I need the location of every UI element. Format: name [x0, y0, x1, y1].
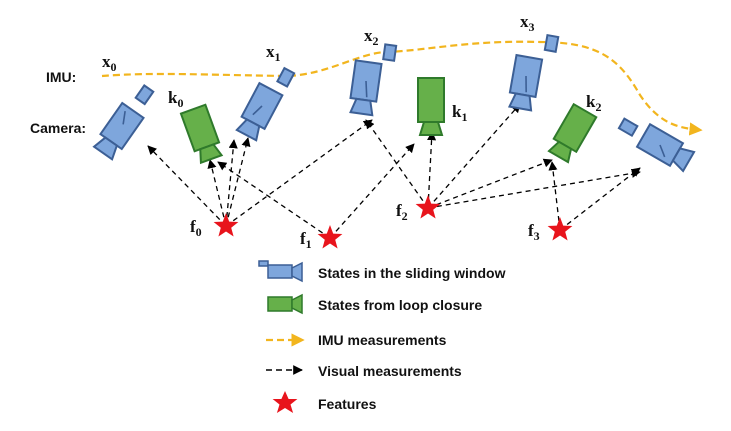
visual-measurement-f0-1 [207, 159, 227, 227]
visual-measurement-lines [147, 103, 641, 239]
keyframe-camera-k2 [547, 102, 598, 164]
legend-label-visual: Visual measurements [318, 363, 462, 379]
feature-star-f3 [547, 217, 573, 241]
visual-measurement-f2-0 [365, 119, 429, 209]
state-camera-x4 [617, 117, 696, 173]
visual-measurement-f1-1 [329, 143, 415, 239]
legend-label-imu: IMU measurements [318, 332, 447, 348]
imu-trajectory [101, 40, 703, 136]
visual-measurement-f0-0 [147, 145, 227, 227]
legend-label-features: Features [318, 396, 377, 412]
feature-star-f1 [317, 225, 343, 249]
visual-measurement-f0-3 [225, 137, 251, 227]
legend-label-loop-closure: States from loop closure [318, 297, 482, 313]
camera-row-label: Camera: [30, 120, 86, 136]
feature-stars [213, 195, 573, 249]
visual-measurement-f2-4 [427, 168, 641, 209]
keyframe-label-k2: k2 [586, 92, 601, 114]
visual-measurement-f2-3 [427, 158, 553, 209]
visual-measurement-f2-1 [427, 131, 437, 209]
imu-box-x4 [617, 117, 639, 138]
imu-box-x0 [134, 84, 155, 106]
state-label-x3: x3 [520, 12, 535, 34]
feature-label-f0: f0 [190, 217, 202, 239]
imu-box-x1 [276, 66, 296, 88]
sliding-window-camera-icon [258, 260, 303, 283]
imu-box-x2 [382, 43, 398, 62]
state-camera-x2 [349, 43, 398, 117]
visual-measurement-f3-0 [548, 161, 561, 231]
feature-label-f1: f1 [300, 229, 312, 251]
feature-star-f2 [415, 195, 441, 219]
legend: States in the sliding window States from… [258, 260, 506, 413]
keyframe-label-k0: k0 [168, 88, 183, 110]
keyframe-label-k1: k1 [452, 102, 467, 124]
feature-star-f0 [213, 213, 239, 237]
visual-measurement-f0-4 [225, 119, 373, 227]
state-label-x1: x1 [266, 42, 281, 64]
keyframe-camera-k1 [417, 77, 445, 136]
visual-measurement-f3-1 [559, 167, 641, 231]
imu-box-x3 [543, 33, 560, 53]
imu-row-label: IMU: [46, 69, 76, 85]
feature-label-f3: f3 [528, 221, 540, 243]
state-camera-x3 [507, 33, 560, 112]
state-camera-x0 [92, 84, 155, 161]
state-label-x2: x2 [364, 26, 379, 48]
feature-star-icon [272, 391, 298, 413]
loop-closure-camera-icon [267, 293, 303, 315]
state-camera-x1 [235, 66, 296, 142]
legend-label-sliding-window: States in the sliding window [318, 265, 506, 281]
state-label-x0: x0 [102, 52, 117, 74]
feature-label-f2: f2 [396, 201, 408, 223]
visual-measurement-f0-2 [225, 139, 238, 227]
keyframe-camera-k0 [179, 103, 224, 165]
visual-measurement-f1-0 [217, 161, 331, 239]
